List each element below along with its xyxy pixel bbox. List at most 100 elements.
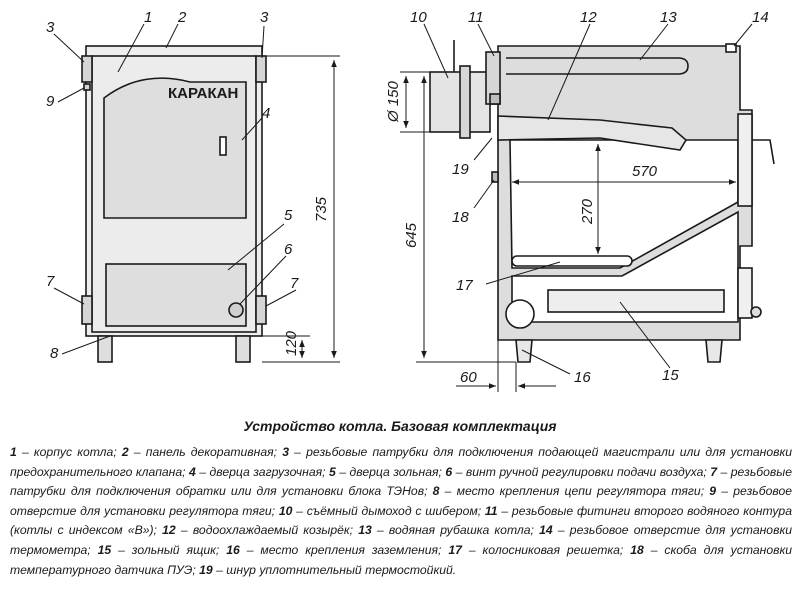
callout-9: 9 [46,93,55,110]
top-right-fitting [255,55,267,83]
callout-16: 16 [574,369,591,386]
callout-12: 12 [580,9,597,26]
legend-number: 18 [630,542,644,557]
door-handle [219,136,227,156]
legend-text: – место крепления заземления; [239,542,449,557]
legend-text: – зольный ящик; [111,542,227,557]
legend-number: 10 [278,503,293,518]
front-view [81,45,267,363]
callout-14: 14 [752,9,769,26]
callout-5: 5 [284,207,293,224]
dim-height-leg: 120 [283,330,300,356]
callout-2: 2 [177,9,187,26]
legend-item: 6 – винт ручной регулировки подачи возду… [445,465,710,479]
legend-text: – резьбовое отверстие для установки терм… [10,523,792,557]
ash-door [105,263,247,327]
front-leg-left [97,335,113,363]
brand-logo: КАРАКАН [168,85,238,102]
legend-text: – резьбовые фитинги второго водяного кон… [10,503,792,538]
legend-number: 1 [10,445,17,459]
dim-firebox-height: 270 [579,198,596,225]
second-circuit-coil [506,57,689,75]
callout-10: 10 [410,9,427,26]
legend-item: 3 – резьбовые патрубки для подключения п… [10,445,792,479]
legend-item: 16 – место крепления заземления; [226,543,448,557]
grate [511,255,633,267]
legend-item: 4 – дверца загрузочная; [189,465,329,479]
legend-number: 6 [445,464,453,479]
legend-item: 1 – корпус котла; [10,445,122,459]
thermometer-hole [725,43,737,53]
legend-number: 5 [328,464,336,479]
loading-door [103,77,247,219]
legend-text: – съёмный дымоход с шибером; [292,503,485,518]
legend-text: – резьбовые патрубки для подключения обр… [10,464,792,499]
legend: 1 – корпус котла; 2 – панель декоративна… [10,443,792,580]
callout-19: 19 [452,161,469,178]
legend-item: 5 – дверца зольная; [329,465,445,479]
sensor-bracket [491,171,499,183]
legend-number: 3 [282,445,289,459]
callout-13: 13 [660,9,677,26]
callout-17: 17 [456,277,473,294]
dim-firebox-width: 570 [632,163,658,180]
legend-item: 17 – колосниковая решетка; [448,543,630,557]
callout-7-right: 7 [290,275,299,292]
firebox-cavity [509,139,739,269]
legend-item: 12 – водоохлаждаемый козырёк; [162,523,358,537]
fitting-nut [489,93,501,105]
legend-item: 7 – резьбовые патрубки для подключения о… [10,465,792,499]
legend-number: 9 [709,484,717,499]
section-view [429,40,775,363]
side-ash-door [737,267,753,319]
legend-number: 12 [162,523,176,538]
bottom-left-fitting [81,295,93,325]
rear-leg-right [705,339,723,363]
legend-text: – дверца загрузочная; [195,464,329,479]
legend-number: 14 [539,523,553,538]
legend-item: 19 – шнур уплотнительный термостойкий. [199,563,456,577]
drain-fitting [505,299,535,329]
legend-item: 13 – водяная рубашка котла; [358,523,539,537]
legend-text: – панель декоративная; [128,445,283,459]
callout-4: 4 [262,105,270,122]
callout-3-left: 3 [46,19,55,36]
legend-text: – скоба для установки температурного дат… [10,542,793,577]
legend-text: – шнур уплотнительный термостойкий. [212,562,457,577]
callout-6: 6 [284,241,293,258]
legend-number: 2 [121,445,129,459]
legend-text: – колосниковая решетка; [461,542,631,557]
legend-number: 19 [199,562,213,577]
callout-15: 15 [662,367,679,384]
legend-item: 15 – зольный ящик; [98,543,227,557]
legend-text: – резьбовое отверстие для установки регу… [10,484,792,518]
side-door-handle [752,139,775,165]
legend-item: 14 – резьбовое отверстие для установки т… [10,523,792,557]
legend-text: – водяная рубашка котла; [371,523,540,538]
legend-number: 16 [226,542,240,557]
callout-18: 18 [452,209,469,226]
legend-item: 10 – съёмный дымоход с шибером; [279,504,485,518]
callout-11: 11 [468,9,484,26]
legend-item: 8 – место крепления цепи регулятора тяги… [433,484,710,498]
legend-text: – водоохлаждаемый козырёк; [175,523,359,538]
legend-item: 9 – резьбовое отверстие для установки ре… [10,484,792,518]
front-leg-right [235,335,251,363]
callout-1: 1 [144,9,152,26]
callout-7-left: 7 [46,273,55,290]
ash-drawer [547,289,725,313]
legend-number: 7 [710,464,718,479]
top-left-fitting [81,55,93,83]
draft-regulator-hole [83,83,91,91]
boiler-drawing: 735 120 КАРАКАН [46,9,775,392]
side-loading-door [737,113,753,207]
legend-text: – резьбовые патрубки для подключения под… [10,445,792,479]
dim-height-side: 645 [403,222,420,248]
flue-collar [459,65,471,139]
legend-number: 17 [448,542,462,557]
dim-height-total: 735 [313,196,330,222]
dim-flue-diameter: Ø 150 [385,80,402,123]
legend-item: 18 – скоба для установки температурного … [10,543,792,577]
legend-text: – место крепления цепи регулятора тяги; [439,484,710,499]
legend-number: 8 [432,484,440,499]
